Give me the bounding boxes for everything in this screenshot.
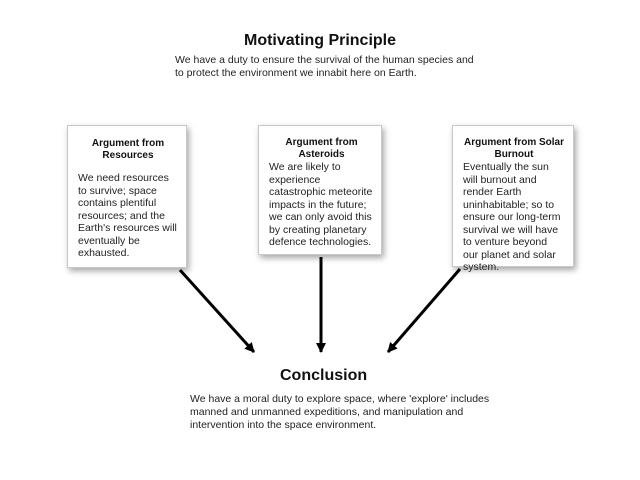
argument-text-resources: We need resources to survive; space cont… <box>78 172 177 259</box>
argument-text-asteroids: We are likely to experience catastrophic… <box>269 161 373 248</box>
conclusion-text: We have a moral duty to explore space, w… <box>190 393 490 431</box>
argument-box-resources: Argument from Resources We need resource… <box>67 125 187 268</box>
arrow-resources-to-conclusion <box>178 268 256 354</box>
motivating-principle-title: Motivating Principle <box>244 32 397 49</box>
argument-title-solar-burnout: Argument from Solar Burnout <box>463 137 564 160</box>
argument-title-resources: Argument from Resources <box>91 138 165 161</box>
argument-box-asteroids: Argument from Asteroids We are likely to… <box>258 125 382 255</box>
argument-box-solar-burnout: Argument from Solar Burnout Eventually t… <box>452 125 574 273</box>
arrow-solar-burnout-to-conclusion <box>386 268 462 353</box>
argument-title-asteroids: Argument from Asteroids <box>285 137 358 160</box>
argument-text-solar-burnout: Eventually the sun will burnout and rend… <box>463 161 561 273</box>
conclusion-title: Conclusion <box>280 367 368 384</box>
motivating-principle-text: We have a duty to ensure the survival of… <box>175 54 474 79</box>
